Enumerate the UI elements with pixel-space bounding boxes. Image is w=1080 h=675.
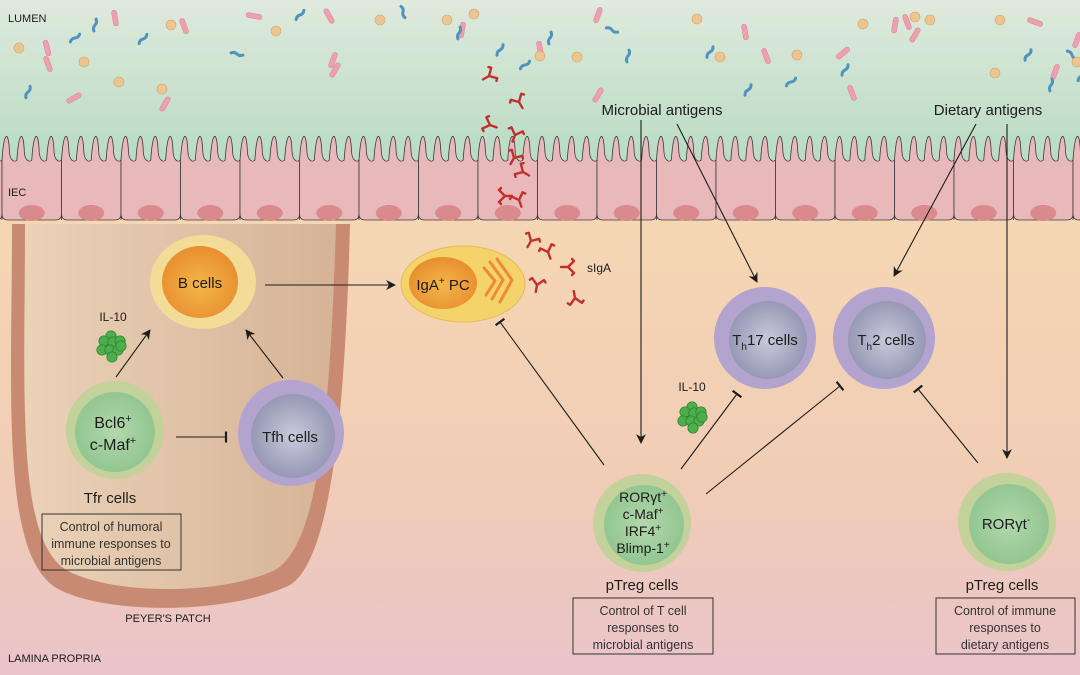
- nucleus-icon: [852, 205, 878, 221]
- nucleus-icon: [19, 205, 45, 221]
- nucleus-icon: [971, 205, 997, 221]
- siga-label: sIgA: [587, 261, 611, 275]
- peyers-patch-label: PEYER'S PATCH: [125, 613, 210, 625]
- ptreg-dietary-caption: pTreg cells: [966, 577, 1039, 594]
- microbial-antigens-label: Microbial antigens: [602, 102, 723, 119]
- bacterium-coccus-icon: [79, 57, 89, 67]
- nucleus-icon: [792, 205, 818, 221]
- ptreg2-box-line-1: Control of immune: [954, 604, 1056, 618]
- nucleus-icon: [495, 205, 521, 221]
- il10-molecule-icon: [107, 352, 117, 362]
- bacterium-coccus-icon: [925, 15, 935, 25]
- nucleus-icon: [673, 205, 699, 221]
- b-cells-label: B cells: [178, 275, 222, 292]
- ptreg-marker-blimp1: Blimp-1+: [616, 540, 669, 556]
- bacterium-coccus-icon: [469, 9, 479, 19]
- iec-label: IEC: [8, 187, 26, 199]
- bacterium-coccus-icon: [157, 84, 167, 94]
- bacterium-coccus-icon: [14, 43, 24, 53]
- nucleus-icon: [1030, 205, 1056, 221]
- bacterium-coccus-icon: [572, 52, 582, 62]
- bacterium-coccus-icon: [535, 51, 545, 61]
- tfr-marker-cmaf: c-Maf+: [90, 435, 136, 454]
- bacterium-coccus-icon: [858, 19, 868, 29]
- il10-left-label: IL-10: [99, 310, 127, 324]
- il10-molecule-icon: [697, 412, 707, 422]
- bacterium-coccus-icon: [114, 77, 124, 87]
- epithelial-cell: [1073, 136, 1080, 220]
- bacterium-coccus-icon: [442, 15, 452, 25]
- nucleus-icon: [911, 205, 937, 221]
- ptreg2-box-line-2: responses to: [969, 621, 1041, 635]
- ptreg1-box-line-2: responses to: [607, 621, 679, 635]
- nucleus-icon: [197, 205, 223, 221]
- bacterium-coccus-icon: [715, 52, 725, 62]
- lumen-region: [0, 0, 1080, 160]
- bacterium-coccus-icon: [792, 50, 802, 60]
- nucleus-icon: [78, 205, 104, 221]
- nucleus-icon: [614, 205, 640, 221]
- tfr-cell: Bcl6+ c-Maf+: [66, 381, 164, 479]
- nucleus-icon: [316, 205, 342, 221]
- ptreg-marker-cmaf: c-Maf+: [623, 506, 664, 522]
- th17-cell: Th17 cells: [714, 287, 816, 389]
- tfr-box-line-1: Control of humoral: [60, 520, 163, 534]
- nucleus-icon: [554, 205, 580, 221]
- bacterium-coccus-icon: [1072, 57, 1080, 67]
- nucleus-icon: [435, 205, 461, 221]
- th2-cell: Th2 cells: [833, 287, 935, 389]
- ptreg-microbial-cell: RORγt+ c-Maf+ IRF4+ Blimp-1+: [593, 474, 691, 572]
- ptreg2-box-line-3: dietary antigens: [961, 638, 1049, 652]
- tfr-box-line-2: immune responses to: [51, 537, 171, 551]
- il10-molecule-icon: [116, 341, 126, 351]
- b-cell: B cells: [150, 235, 256, 329]
- ptreg-marker-rorgt: RORγt+: [619, 489, 667, 505]
- bacterium-coccus-icon: [271, 26, 281, 36]
- bacterium-coccus-icon: [692, 14, 702, 24]
- nucleus-icon: [257, 205, 283, 221]
- iga-plasma-cell: IgA+ PC: [401, 246, 525, 322]
- ptreg-dietary-cell: RORγt-: [958, 473, 1056, 571]
- nucleus-icon: [733, 205, 759, 221]
- tfr-caption: Tfr cells: [84, 490, 137, 507]
- dietary-antigens-label: Dietary antigens: [934, 102, 1042, 119]
- tfh-label: Tfh cells: [262, 429, 318, 446]
- lamina-propria-label: LAMINA PROPRIA: [8, 653, 102, 665]
- bacterium-coccus-icon: [990, 68, 1000, 78]
- nucleus-icon: [138, 205, 164, 221]
- tfh-cell: Tfh cells: [238, 380, 344, 486]
- ptreg2-marker-rorgt: RORγt-: [982, 515, 1030, 533]
- bacterium-coccus-icon: [375, 15, 385, 25]
- il10-right-label: IL-10: [678, 380, 706, 394]
- bacterium-coccus-icon: [166, 20, 176, 30]
- lumen-label: LUMEN: [8, 13, 47, 25]
- bacterium-coccus-icon: [910, 12, 920, 22]
- nucleus-icon: [376, 205, 402, 221]
- tfr-box-line-3: microbial antigens: [61, 554, 162, 568]
- bacterium-coccus-icon: [995, 15, 1005, 25]
- ptreg1-box-line-1: Control of T cell: [599, 604, 686, 618]
- ptreg1-box-line-3: microbial antigens: [593, 638, 694, 652]
- il10-molecule-icon: [688, 423, 698, 433]
- ptreg-microbial-caption: pTreg cells: [606, 577, 679, 594]
